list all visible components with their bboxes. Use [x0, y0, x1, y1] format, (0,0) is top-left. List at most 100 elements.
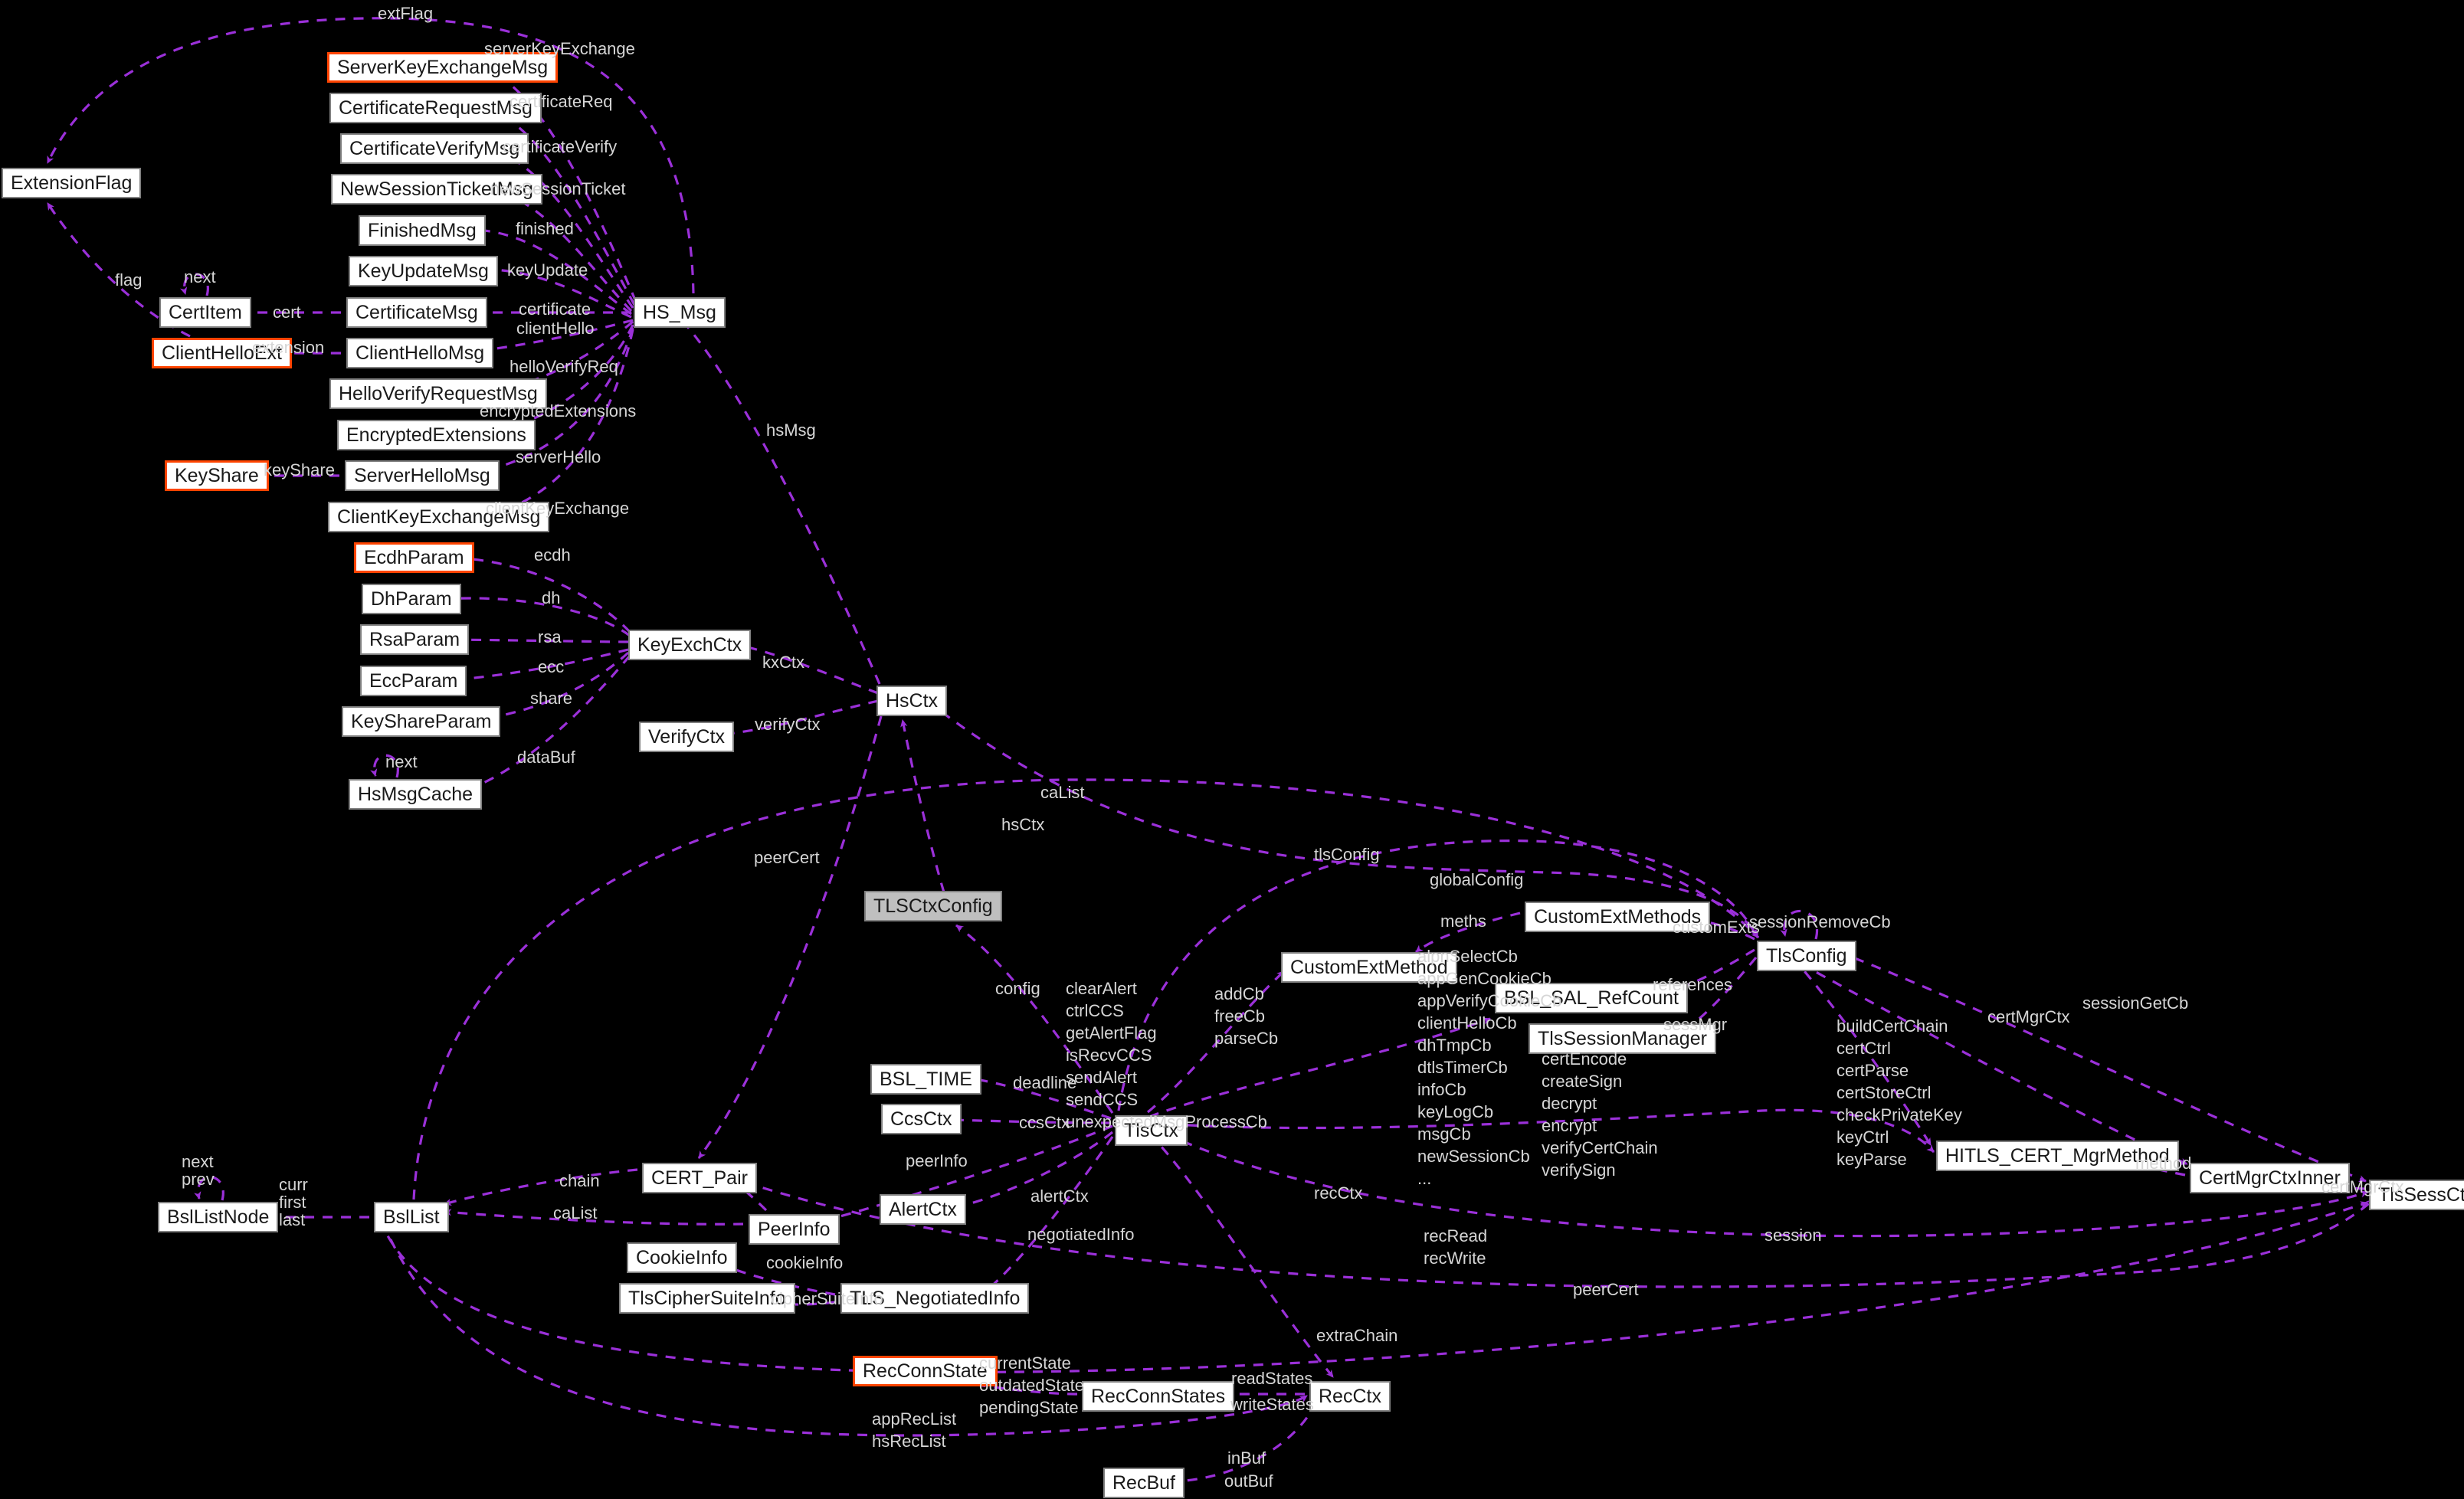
edge-label: alertCtx	[1030, 1186, 1089, 1206]
edge-label-line: appGenCookieCb	[1417, 969, 1551, 989]
node-RecConnState[interactable]: RecConnState	[853, 1356, 998, 1386]
node-TLSCtxConfig[interactable]: TLSCtxConfig	[864, 891, 1002, 921]
node-ClientKeyExchangeMsg[interactable]: ClientKeyExchangeMsg	[328, 502, 550, 532]
edge-label: next	[184, 267, 216, 286]
node-BSL_SAL_RefCount[interactable]: BSL_SAL_RefCount	[1495, 983, 1688, 1013]
node-ClientHelloExt[interactable]: ClientHelloExt	[152, 338, 293, 368]
edge-label: peerCert	[754, 848, 820, 867]
edge-label: caList	[553, 1203, 598, 1222]
edge-label-line: certCtrl	[1837, 1039, 1891, 1059]
node-RecConnStates[interactable]: RecConnStates	[1082, 1381, 1235, 1412]
edge-label: last	[279, 1210, 306, 1229]
edge-label: customExts	[1673, 918, 1760, 937]
edge-label: cookieInfo	[766, 1253, 844, 1272]
node-RecBuf[interactable]: RecBuf	[1103, 1468, 1184, 1498]
edge-label: tlsConfig	[1314, 845, 1380, 864]
edge-label: finished	[516, 219, 574, 238]
node-RsaParam[interactable]: RsaParam	[360, 624, 470, 655]
node-CertItem[interactable]: CertItem	[159, 297, 251, 328]
edge-label: verifyCtx	[755, 715, 821, 734]
edge-label: serverHello	[516, 447, 601, 466]
node-CERT_Pair[interactable]: CERT_Pair	[642, 1163, 757, 1193]
edge-label-line: recRead	[1424, 1226, 1488, 1245]
edge-label-line: certParse	[1837, 1061, 1909, 1081]
node-TlsConfig[interactable]: TlsConfig	[1757, 941, 1856, 971]
edge-label: certMgrCtx	[1987, 1007, 2070, 1026]
node-TLS_NegotiatedInfo[interactable]: TLS_NegotiatedInfo	[840, 1283, 1030, 1314]
node-CustomExtMethod[interactable]: CustomExtMethod	[1281, 952, 1457, 983]
edge-label: ecc	[538, 657, 565, 676]
node-CertMgrCtxInner[interactable]: CertMgrCtxInner	[2190, 1163, 2350, 1193]
edge-label: next	[385, 752, 418, 771]
edge-label-line: clearAlert	[1066, 979, 1137, 998]
edge-label: sessMgr	[1663, 1015, 1728, 1034]
node-CustomExtMethods[interactable]: CustomExtMethods	[1525, 902, 1711, 932]
node-ExtensionFlag[interactable]: ExtensionFlag	[2, 168, 142, 198]
node-PeerInfo[interactable]: PeerInfo	[749, 1214, 840, 1245]
node-EcdhParam[interactable]: EcdhParam	[354, 542, 474, 573]
node-CertificateMsg[interactable]: CertificateMsg	[346, 297, 487, 328]
edge-label: sessionRemoveCb	[1749, 912, 1891, 931]
node-RecCtx[interactable]: RecCtx	[1309, 1381, 1391, 1412]
node-HITLS_CERT_MgrMethod[interactable]: HITLS_CERT_MgrMethod	[1936, 1141, 2179, 1171]
edge-label-line: infoCb	[1417, 1080, 1466, 1100]
node-CcsCtx[interactable]: CcsCtx	[881, 1104, 962, 1134]
edge-label-line: createSign	[1542, 1072, 1623, 1092]
node-KeyExchCtx[interactable]: KeyExchCtx	[628, 630, 752, 660]
node-EncryptedExtensions[interactable]: EncryptedExtensions	[337, 420, 536, 450]
node-ServerKeyExchangeMsg[interactable]: ServerKeyExchangeMsg	[327, 52, 559, 83]
node-ServerHelloMsg[interactable]: ServerHelloMsg	[345, 460, 500, 491]
edge-label: certificateReq	[510, 92, 613, 111]
edge-label: dataBuf	[517, 748, 575, 767]
node-KeyShareParam[interactable]: KeyShareParam	[342, 706, 501, 737]
edge-label-line: unexpectedMsgProcessCb	[1066, 1112, 1267, 1132]
edge-label-line: ...	[1417, 1169, 1432, 1189]
node-HS_Msg[interactable]: HS_Msg	[634, 297, 726, 328]
node-HelloVerifyRequestMsg[interactable]: HelloVerifyRequestMsg	[329, 378, 547, 409]
edge-label: curr	[279, 1175, 308, 1194]
edge-label-line: newSessionCb	[1417, 1147, 1530, 1167]
edge-label-line: dtlsTimerCb	[1417, 1058, 1508, 1078]
node-TlsSessCtx[interactable]: TlsSessCtx	[2369, 1180, 2464, 1210]
node-NewSessionTicketMsg[interactable]: NewSessionTicketMsg	[331, 174, 542, 205]
edge-label: deadline	[1013, 1073, 1077, 1092]
node-AlertCtx[interactable]: AlertCtx	[880, 1194, 966, 1225]
node-TlsCipherSuiteInfo[interactable]: TlsCipherSuiteInfo	[619, 1283, 795, 1314]
edge-label: meths	[1440, 912, 1486, 931]
node-CookieInfo[interactable]: CookieInfo	[627, 1242, 737, 1273]
node-ClientHelloMsg[interactable]: ClientHelloMsg	[346, 338, 494, 368]
edge-label-stack-recctx-read-write: recRead recWrite	[1424, 1225, 1487, 1269]
edge-label: helloVerifyReq	[510, 357, 618, 376]
edge-label: extension	[252, 338, 325, 357]
node-CertificateRequestMsg[interactable]: CertificateRequestMsg	[329, 93, 542, 123]
edge-label: kxCtx	[762, 653, 804, 672]
edge-label-line: recWrite	[1424, 1249, 1486, 1268]
edge-label: cipherSuiteInfo	[771, 1289, 883, 1308]
node-HsMsgCache[interactable]: HsMsgCache	[349, 779, 483, 810]
node-KeyShare[interactable]: KeyShare	[165, 460, 269, 491]
node-CertificateVerifyMsg[interactable]: CertificateVerifyMsg	[340, 133, 529, 164]
node-EccParam[interactable]: EccParam	[360, 666, 467, 696]
node-VerifyCtx[interactable]: VerifyCtx	[639, 722, 735, 752]
node-HsCtx[interactable]: HsCtx	[876, 686, 948, 716]
node-BslListNode[interactable]: BslListNode	[158, 1202, 279, 1232]
edge-label: flag	[115, 270, 143, 290]
node-FinishedMsg[interactable]: FinishedMsg	[359, 215, 486, 246]
edge-label-line: certStoreCtrl	[1837, 1083, 1932, 1103]
edge-label: certMgrCtx	[2321, 1177, 2404, 1196]
edge-label: globalConfig	[1430, 870, 1524, 889]
edge-label: method	[2135, 1154, 2192, 1173]
node-BslList[interactable]: BslList	[374, 1202, 449, 1232]
edge-label: clientHello	[516, 319, 595, 338]
node-KeyUpdateMsg[interactable]: KeyUpdateMsg	[349, 256, 498, 286]
edge-label-line: checkPrivateKey	[1837, 1105, 1962, 1125]
node-TlsCtx[interactable]: TlsCtx	[1115, 1115, 1188, 1146]
edge-label-line: msgCb	[1417, 1124, 1471, 1144]
node-BSL_TIME[interactable]: BSL_TIME	[870, 1064, 981, 1095]
node-DhParam[interactable]: DhParam	[362, 584, 461, 614]
edge-label-line: parseCb	[1214, 1029, 1279, 1049]
edge-label-line: freeCb	[1214, 1006, 1266, 1026]
node-TlsSessionManager[interactable]: TlsSessionManager	[1529, 1023, 1716, 1054]
